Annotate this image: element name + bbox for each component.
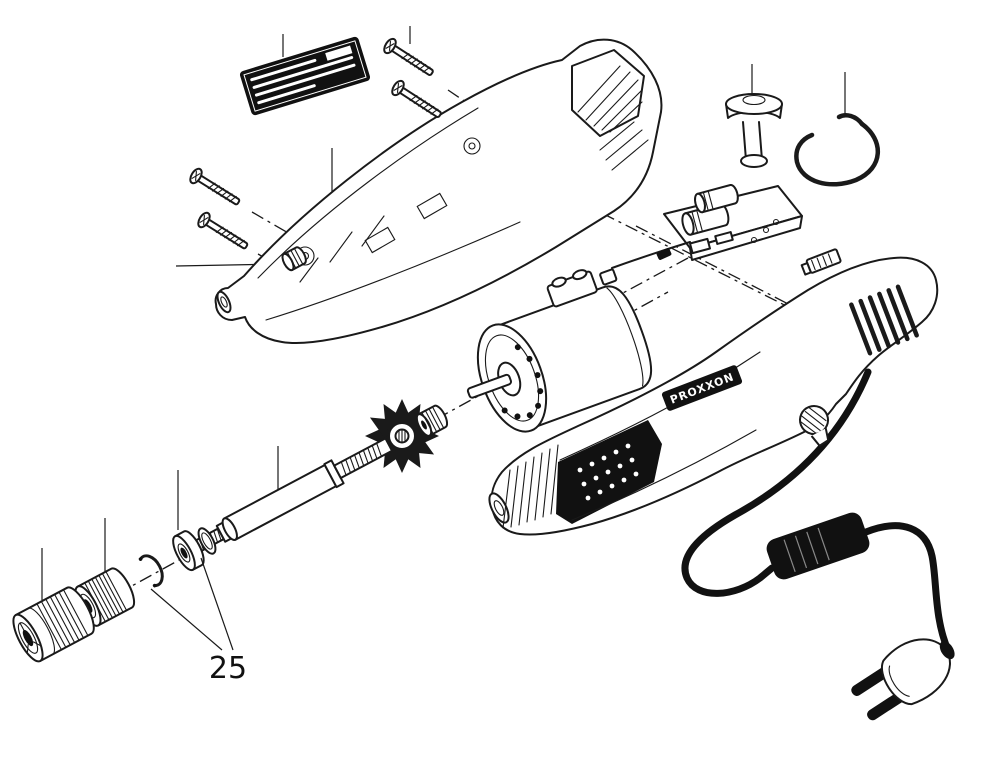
strain-relief-block [766, 512, 870, 580]
housing-screw [197, 211, 249, 250]
motor [466, 268, 653, 433]
clamp-nut [281, 246, 307, 272]
grip-pad [556, 420, 662, 524]
spring-clip [794, 113, 880, 187]
capacitor [681, 203, 730, 236]
push-button-cap [725, 93, 783, 168]
speed-switch [800, 248, 842, 276]
collet-nut [74, 567, 136, 627]
inductor [694, 184, 739, 214]
rating-plate [239, 36, 371, 116]
power-plug [851, 638, 955, 721]
fan-wheel [364, 398, 440, 474]
rating-plate-text-lines [250, 45, 356, 105]
ventilation-slots [849, 284, 919, 356]
housing-screw [189, 167, 241, 206]
nose-grip-ribs [502, 444, 559, 529]
tool-body: PROXXON [488, 248, 939, 536]
lock-button [799, 405, 830, 447]
motor-wire [611, 241, 691, 269]
retaining-ring [138, 554, 164, 588]
pinion-gear [415, 404, 449, 437]
washer [197, 527, 217, 555]
chuck [12, 586, 95, 663]
motor-vent-holes [501, 344, 544, 420]
upper-housing-shell [214, 38, 663, 345]
housing-screw [383, 37, 434, 76]
housing-screw [391, 79, 442, 118]
ball-bearing [172, 530, 205, 572]
spindle-shaft [194, 437, 394, 553]
callout-25: 25 [150, 557, 247, 686]
callout-25-label: 25 [209, 651, 247, 686]
switch-assembly [663, 93, 803, 261]
